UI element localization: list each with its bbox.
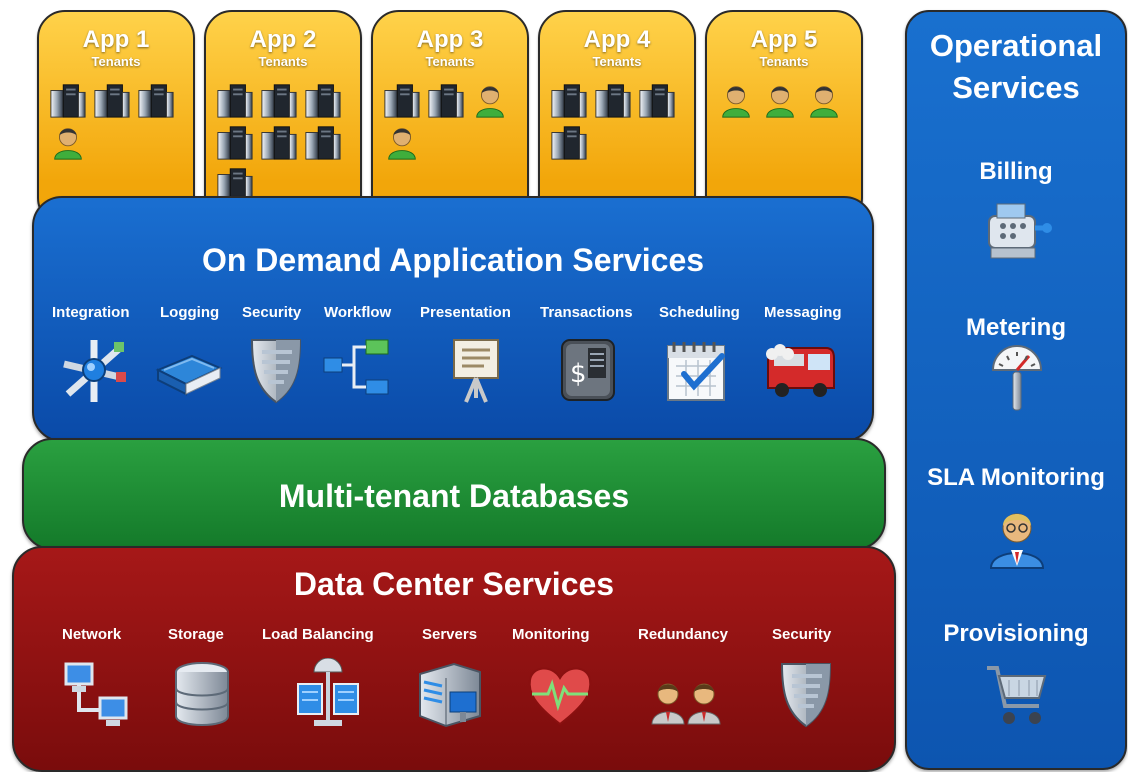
safe-icon: $ bbox=[561, 339, 615, 401]
cash-register-icon bbox=[988, 203, 1052, 259]
dc-service-label: Network bbox=[62, 626, 122, 643]
tenant-server-icon bbox=[638, 81, 676, 119]
databases-title: Multi-tenant Databases bbox=[278, 478, 630, 514]
app-title: App 2 bbox=[249, 26, 317, 53]
easel-icon bbox=[453, 339, 499, 403]
app-title: App 5 bbox=[750, 26, 818, 53]
tenant-person-icon bbox=[761, 81, 799, 119]
book-icon bbox=[155, 354, 223, 396]
app-service-label: Workflow bbox=[324, 304, 392, 321]
app-service-label: Logging bbox=[160, 304, 220, 321]
dc-service-label: Security bbox=[772, 626, 832, 643]
balancer-icon bbox=[297, 658, 359, 726]
network-icon bbox=[64, 662, 128, 726]
tenant-server-icon bbox=[594, 81, 632, 119]
databases-layer: Multi-tenant Databases bbox=[22, 438, 886, 550]
app-title: App 4 bbox=[583, 26, 651, 53]
server-icon bbox=[419, 662, 481, 728]
data-center-title: Data Center Services bbox=[293, 566, 615, 602]
dc-service-label: Monitoring bbox=[512, 626, 590, 643]
dc-service-label: Servers bbox=[422, 626, 478, 643]
tenant-server-icon bbox=[550, 81, 588, 119]
hub-icon bbox=[63, 340, 126, 402]
dc-service-label: Load Balancing bbox=[262, 626, 374, 643]
tenant-person-icon bbox=[805, 81, 843, 119]
tenant-server-icon bbox=[49, 81, 87, 119]
app-subtitle: Tenants bbox=[258, 54, 308, 69]
ops-service-label: Metering bbox=[965, 314, 1066, 341]
app-service-label: Messaging bbox=[764, 304, 842, 321]
database-icon bbox=[175, 662, 229, 726]
application-services-layer: On Demand Application Services Integrati… bbox=[32, 196, 874, 442]
calendar-icon bbox=[667, 342, 725, 401]
app-service-label: Integration bbox=[52, 304, 130, 321]
tenant-person-icon bbox=[471, 81, 509, 119]
people-icon bbox=[651, 683, 721, 725]
tenant-server-icon bbox=[260, 123, 298, 161]
ops-service-label: Provisioning bbox=[943, 620, 1089, 647]
tenant-server-icon bbox=[383, 81, 421, 119]
svg-text:$: $ bbox=[570, 359, 587, 389]
tenant-person-icon bbox=[717, 81, 755, 119]
tenant-server-icon bbox=[550, 123, 588, 161]
ops-service-label: SLA Monitoring bbox=[927, 464, 1105, 491]
heart-monitor-icon bbox=[528, 667, 592, 726]
cart-icon bbox=[987, 666, 1047, 724]
ops-service-label: Billing bbox=[979, 158, 1053, 185]
tenant-person-icon bbox=[49, 123, 87, 161]
tenant-server-icon bbox=[304, 81, 342, 119]
data-center-layer: Data Center Services Network Storage Load … bbox=[12, 546, 896, 772]
tenant-server-icon bbox=[216, 123, 254, 161]
tenant-server-icon bbox=[216, 81, 254, 119]
app-subtitle: Tenants bbox=[759, 54, 809, 69]
app-service-label: Transactions bbox=[540, 304, 633, 321]
app-title: App 3 bbox=[416, 26, 484, 53]
tenant-server-icon bbox=[137, 81, 175, 119]
operational-title-line2: Services bbox=[952, 70, 1080, 105]
app-title: App 1 bbox=[82, 26, 150, 53]
app-subtitle: Tenants bbox=[91, 54, 141, 69]
tenant-server-icon bbox=[93, 81, 131, 119]
app-subtitle: Tenants bbox=[425, 54, 475, 69]
bus-icon bbox=[766, 344, 835, 397]
dc-service-label: Redundancy bbox=[638, 626, 729, 643]
app-service-label: Presentation bbox=[420, 304, 511, 321]
app-service-label: Security bbox=[242, 304, 302, 321]
tenant-server-icon bbox=[304, 123, 342, 161]
dc-service-label: Storage bbox=[168, 626, 224, 643]
shield-icon bbox=[250, 339, 302, 404]
meter-icon bbox=[991, 345, 1043, 411]
app-subtitle: Tenants bbox=[592, 54, 642, 69]
tenant-server-icon bbox=[260, 81, 298, 119]
tenant-server-icon bbox=[427, 81, 465, 119]
shield-icon bbox=[780, 663, 832, 728]
user-icon bbox=[989, 513, 1045, 569]
tenant-person-icon bbox=[383, 123, 421, 161]
app-service-label: Scheduling bbox=[659, 304, 740, 321]
operational-title-line1: Operational bbox=[929, 28, 1103, 63]
flow-icon bbox=[323, 339, 389, 395]
application-services-title: On Demand Application Services bbox=[201, 242, 705, 278]
